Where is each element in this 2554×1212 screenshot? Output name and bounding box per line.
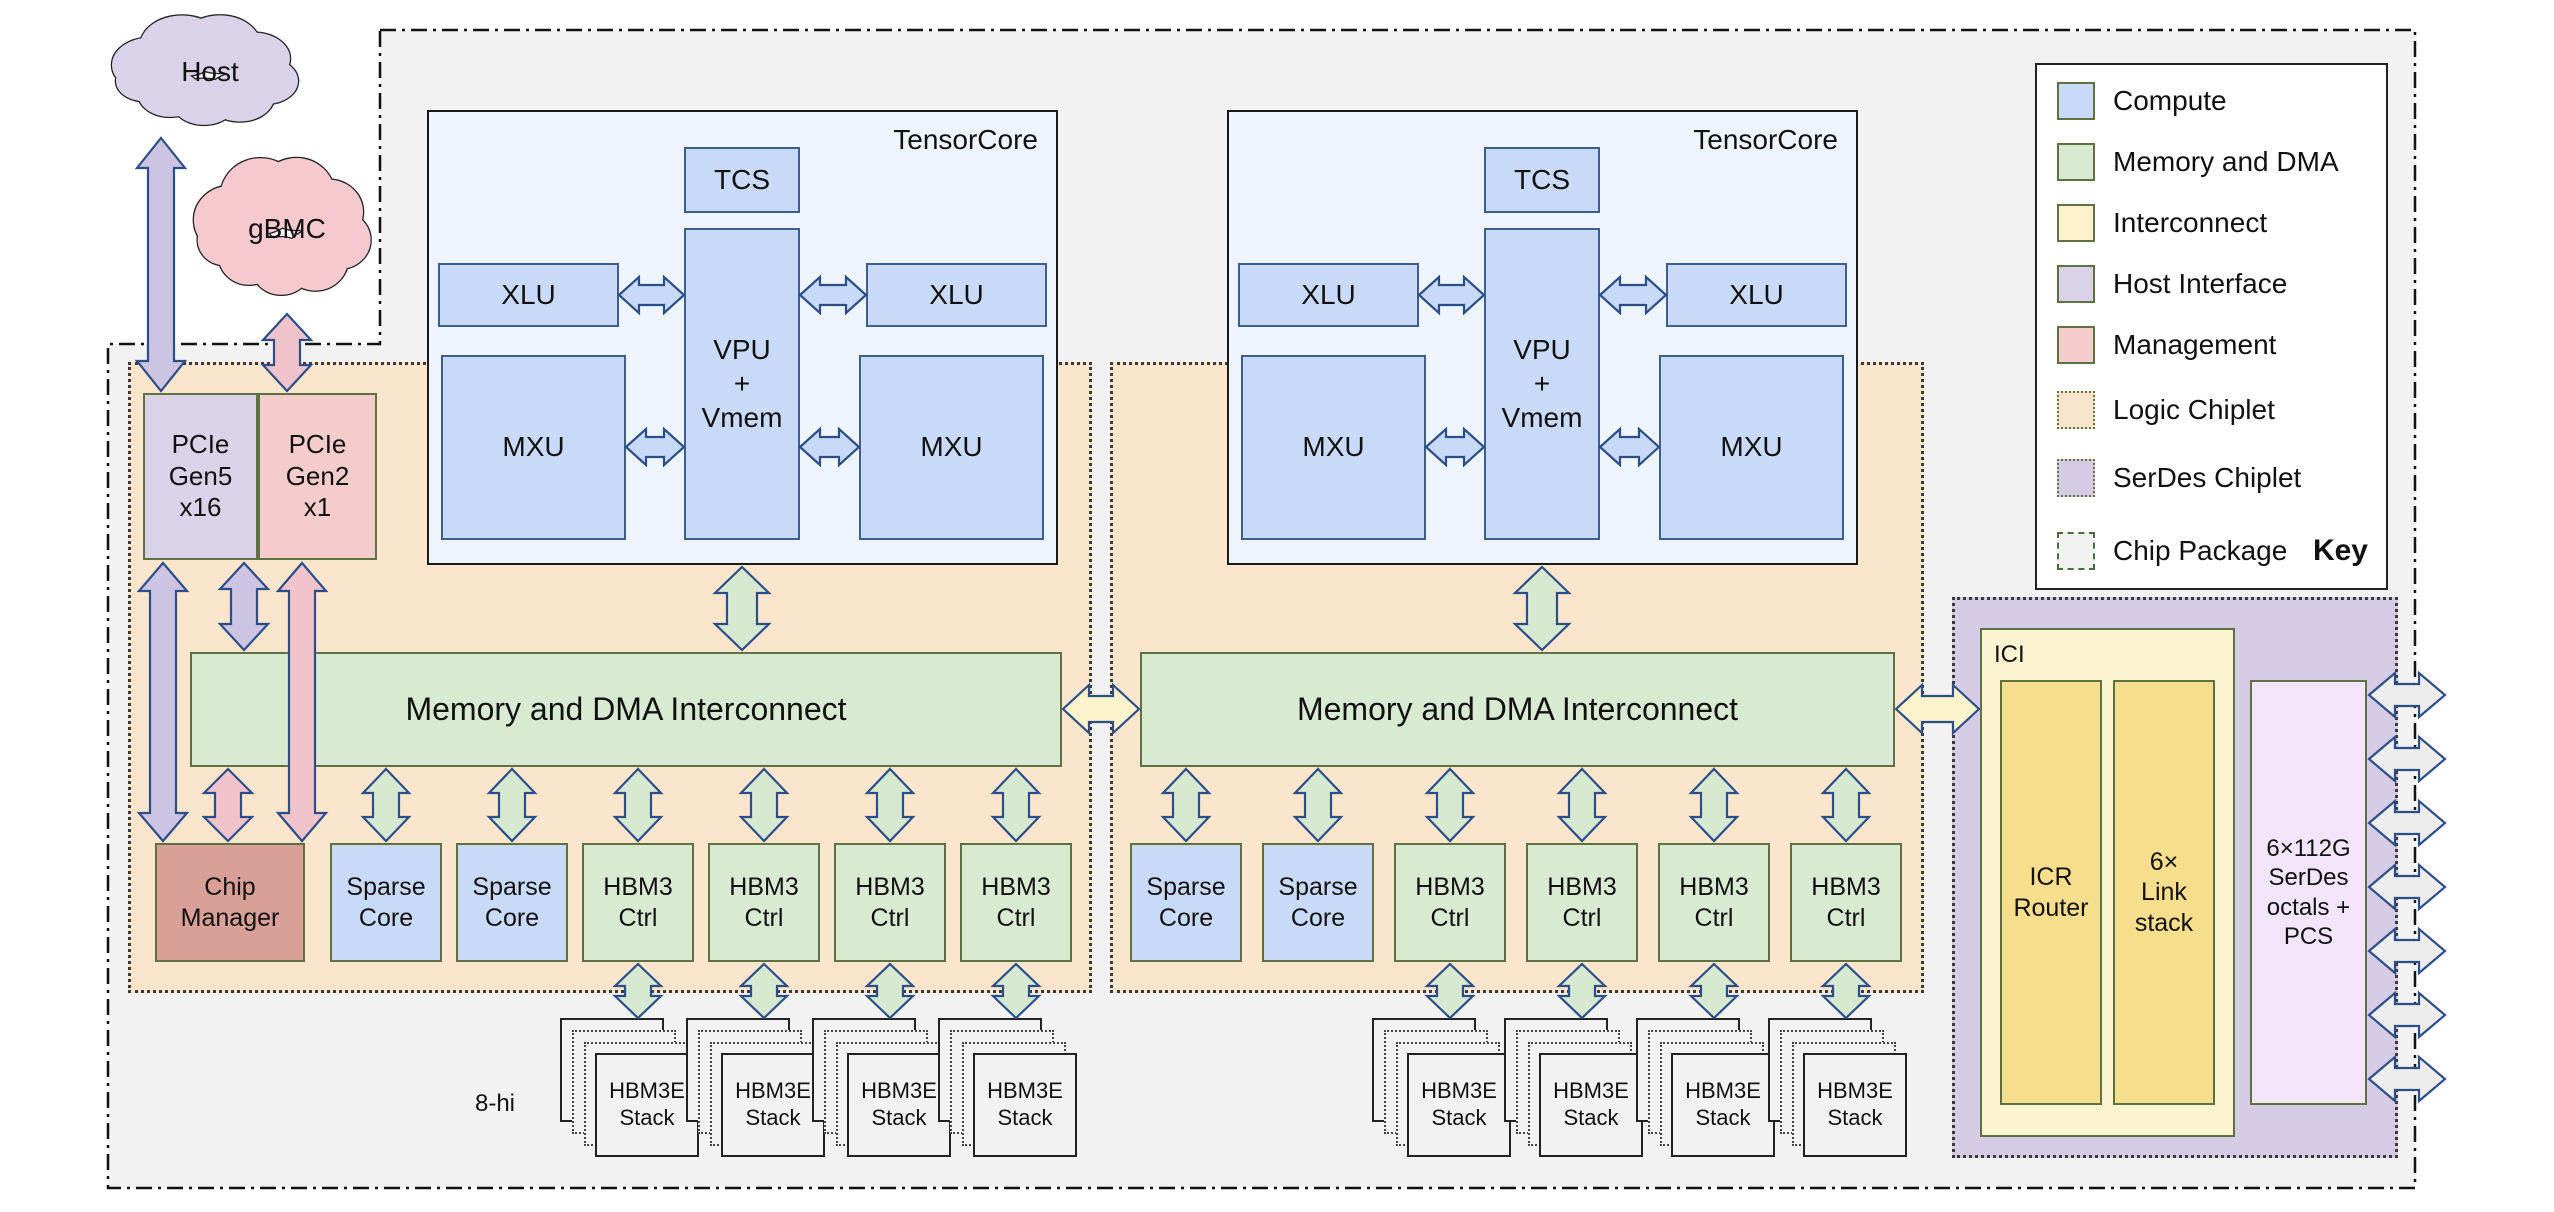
link-stack-box: 6× Link stack	[2113, 680, 2215, 1105]
memory-dma-interconnect-2: Memory and DMA Interconnect	[1140, 652, 1895, 767]
legend-label: Interconnect	[2113, 207, 2268, 238]
xlu-left-box-1: XLU	[438, 263, 619, 327]
serdes-pcs-box: 6×112G SerDes octals + PCS	[2250, 680, 2367, 1105]
sparse-core-box: Sparse Core	[456, 843, 568, 962]
legend-swatch-logic-chiplet	[2057, 391, 2095, 429]
legend-row: Compute	[2057, 82, 2227, 120]
legend-label: Host Interface	[2113, 268, 2288, 299]
xlu-right-box-1: XLU	[866, 263, 1047, 327]
legend-swatch-interconnect	[2057, 204, 2095, 242]
legend-label: Management	[2113, 329, 2277, 360]
hbm3e-stack: HBM3E Stack	[721, 1053, 825, 1157]
legend-row: Management	[2057, 326, 2276, 364]
hbm3e-stack: HBM3E Stack	[1539, 1053, 1643, 1157]
memory-dma-interconnect-1: Memory and DMA Interconnect	[190, 652, 1062, 767]
legend-swatch-compute	[2057, 82, 2095, 120]
mxu-left-box-2: MXU	[1241, 355, 1426, 540]
legend-swatch-memory	[2057, 143, 2095, 181]
legend-swatch-host	[2057, 265, 2095, 303]
hbm3-ctrl-box: HBM3 Ctrl	[1526, 843, 1638, 962]
icr-router-box: ICR Router	[2000, 680, 2102, 1105]
hbm3-ctrl-box: HBM3 Ctrl	[1394, 843, 1506, 962]
legend-label: Chip Package	[2113, 535, 2288, 566]
hbm3e-stack: HBM3E Stack	[1407, 1053, 1511, 1157]
legend-label: Compute	[2113, 85, 2227, 116]
xlu-right-box-2: XLU	[1666, 263, 1847, 327]
hbm3-ctrl-box: HBM3 Ctrl	[960, 843, 1072, 962]
hbm3-ctrl-box: HBM3 Ctrl	[708, 843, 820, 962]
hbm3e-stack: HBM3E Stack	[595, 1053, 699, 1157]
ici-label: ICI	[1994, 641, 2025, 668]
hbm3e-stack: HBM3E Stack	[847, 1053, 951, 1157]
legend-label: Memory and DMA	[2113, 146, 2339, 177]
vpu-vmem-box-2: VPU + Vmem	[1484, 228, 1600, 540]
hbm3-ctrl-box: HBM3 Ctrl	[834, 843, 946, 962]
xlu-left-box-2: XLU	[1238, 263, 1419, 327]
legend-row: Interconnect	[2057, 204, 2267, 242]
mxu-right-box-2: MXU	[1659, 355, 1844, 540]
hbm3-ctrl-box: HBM3 Ctrl	[1790, 843, 1902, 962]
hbm3e-stack: HBM3E Stack	[1671, 1053, 1775, 1157]
chip-manager-box: Chip Manager	[155, 843, 305, 962]
sparse-core-box: Sparse Core	[330, 843, 442, 962]
pcie-gen2-box: PCIe Gen2 x1	[258, 393, 377, 560]
host-pcie-arrow	[134, 136, 188, 393]
legend-row: Host Interface	[2057, 265, 2287, 303]
vpu-vmem-box-1: VPU + Vmem	[684, 228, 800, 540]
legend-row: SerDes Chiplet	[2057, 459, 2301, 497]
legend-swatch-serdes-chiplet	[2057, 459, 2095, 497]
key-title: Key	[2312, 534, 2368, 567]
gbmc-cloud-label: gBMC	[248, 213, 326, 244]
legend-label: SerDes Chiplet	[2113, 462, 2302, 493]
hbm3e-stack: HBM3E Stack	[973, 1053, 1077, 1157]
sparse-core-box: Sparse Core	[1262, 843, 1374, 962]
hbm-height-note: 8-hi	[474, 1090, 516, 1117]
mxu-right-box-1: MXU	[859, 355, 1044, 540]
pcie-gen5-box: PCIe Gen5 x16	[143, 393, 258, 560]
legend-swatch-chip-package	[2057, 532, 2095, 570]
hbm3-ctrl-box: HBM3 Ctrl	[582, 843, 694, 962]
mxu-left-box-1: MXU	[441, 355, 626, 540]
legend-swatch-management	[2057, 326, 2095, 364]
tensorcore-1-label: TensorCore	[893, 124, 1038, 155]
hbm3e-stack: HBM3E Stack	[1803, 1053, 1907, 1157]
tcs-box-2: TCS	[1484, 147, 1600, 213]
legend-row: Logic Chiplet	[2057, 391, 2275, 429]
hbm3-ctrl-box: HBM3 Ctrl	[1658, 843, 1770, 962]
legend-label: Logic Chiplet	[2113, 394, 2275, 425]
tensorcore-2-label: TensorCore	[1693, 124, 1838, 155]
sparse-core-box: Sparse Core	[1130, 843, 1242, 962]
tcs-box-1: TCS	[684, 147, 800, 213]
legend-row: Memory and DMA	[2057, 143, 2339, 181]
legend-row: Chip Package	[2057, 532, 2287, 570]
host-cloud-label: Host	[181, 56, 239, 87]
